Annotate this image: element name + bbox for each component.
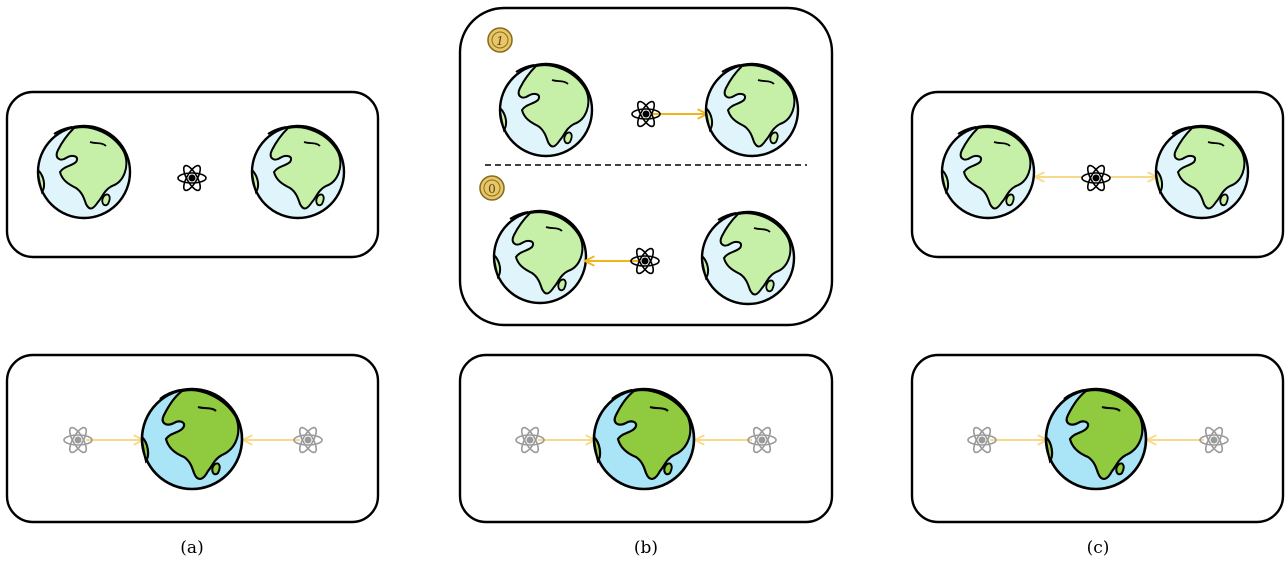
caption-b: (b) xyxy=(633,538,659,558)
earth-icon xyxy=(1044,387,1148,491)
coin-tails-symbol: 0 xyxy=(488,182,496,196)
caption-c: (c) xyxy=(1086,538,1110,558)
earth-icon xyxy=(36,124,132,220)
caption-a: (a) xyxy=(180,538,204,558)
earth-icon xyxy=(1154,124,1250,220)
earth-icon xyxy=(940,124,1036,220)
earth-icon xyxy=(140,387,244,491)
earth-icon xyxy=(492,209,588,305)
earth-icon xyxy=(592,387,696,491)
coin-heads-icon: 1 xyxy=(487,27,513,53)
coin-tails-icon: 0 xyxy=(479,175,505,201)
earth-icon xyxy=(498,62,594,158)
earth-icon xyxy=(704,62,800,158)
earth-icon xyxy=(250,124,346,220)
earth-icon xyxy=(700,210,796,306)
coin-heads-symbol: 1 xyxy=(496,34,504,48)
